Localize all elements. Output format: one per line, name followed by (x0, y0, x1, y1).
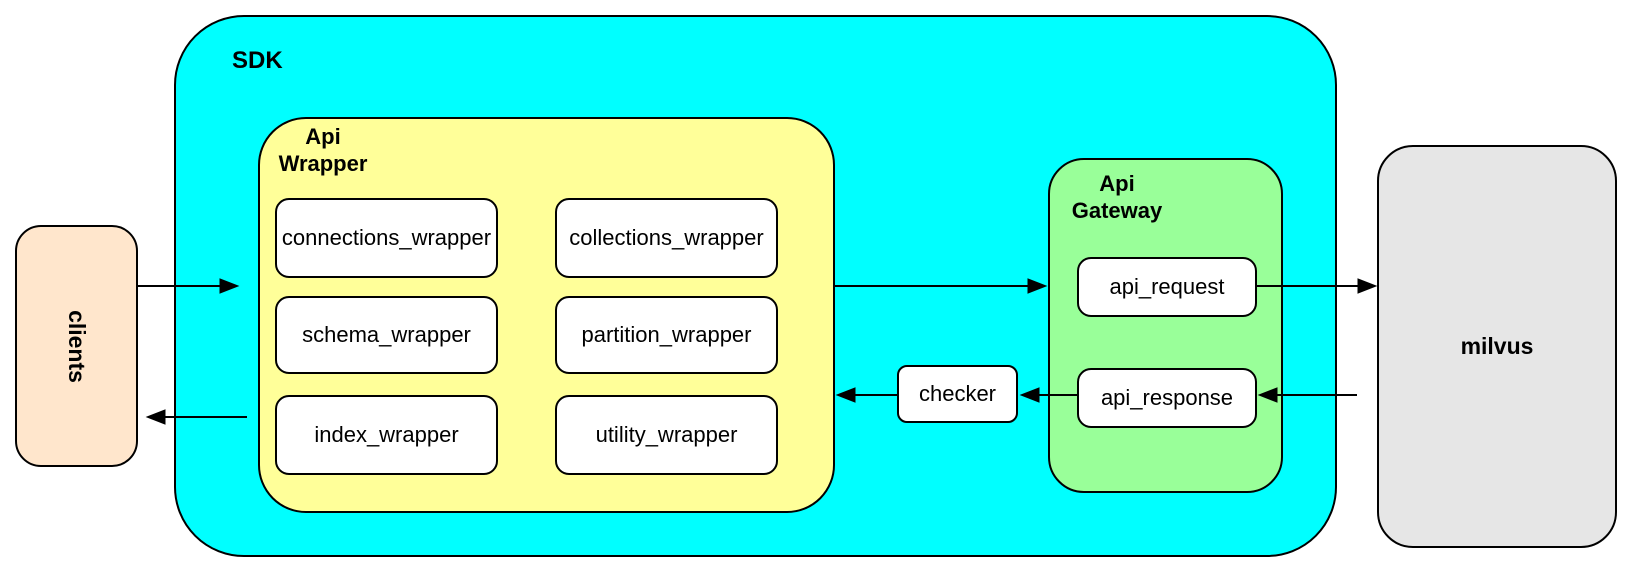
clients-label: clients (64, 309, 90, 383)
wrapper-box-connections: connections_wrapper (275, 198, 498, 278)
wrapper-box-connections-label: connections_wrapper (281, 225, 492, 250)
wrapper-box-collections-label: collections_wrapper (569, 225, 764, 250)
sdk-label: SDK (232, 47, 283, 74)
checker-label: checker (918, 381, 997, 406)
wrapper-box-index-label: index_wrapper (314, 422, 459, 447)
wrapper-box-schema: schema_wrapper (275, 296, 498, 374)
api-gateway-label-line1: Api (1099, 171, 1135, 196)
clients-box: clients (15, 225, 138, 467)
wrapper-box-partition: partition_wrapper (555, 296, 778, 374)
api-gateway-label-line2: Gateway (1071, 198, 1163, 223)
api-response-box: api_response (1077, 368, 1257, 428)
milvus-label: milvus (1460, 333, 1534, 359)
wrapper-box-schema-label: schema_wrapper (302, 322, 471, 347)
milvus-box: milvus (1377, 145, 1617, 548)
wrapper-box-utility: utility_wrapper (555, 395, 778, 475)
wrapper-box-utility-label: utility_wrapper (595, 422, 738, 447)
checker-box: checker (897, 365, 1018, 423)
api-request-label: api_request (1109, 274, 1225, 299)
api-request-box: api_request (1077, 257, 1257, 317)
api-response-label: api_response (1100, 385, 1234, 410)
wrapper-box-collections: collections_wrapper (555, 198, 778, 278)
api-wrapper-label-line2: Wrapper (278, 151, 368, 176)
api-gateway-container: Api Gateway (1048, 158, 1283, 493)
api-wrapper-label-line1: Api (305, 124, 341, 149)
wrapper-box-index: index_wrapper (275, 395, 498, 475)
api-wrapper-label: Api Wrapper (267, 123, 379, 177)
wrapper-box-partition-label: partition_wrapper (581, 322, 752, 347)
api-gateway-label: Api Gateway (1057, 170, 1177, 224)
